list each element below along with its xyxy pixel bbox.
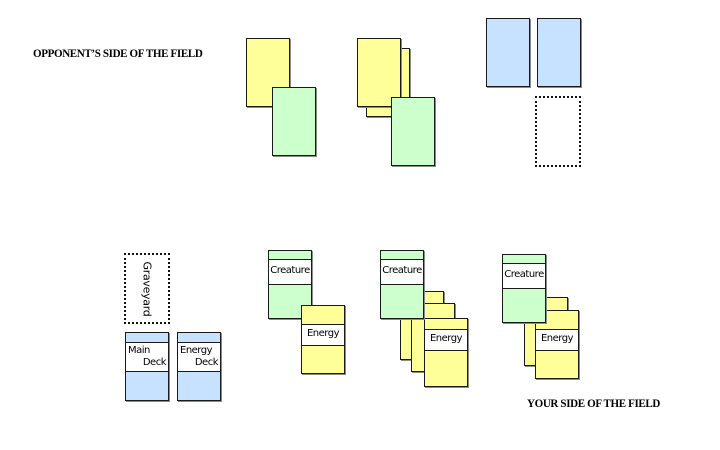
player-energy-deck[interactable]: Energy Deck xyxy=(177,332,221,401)
energy-deck-label: Energy Deck xyxy=(178,342,220,372)
your-side-label: YOUR SIDE OF THE FIELD xyxy=(527,396,661,410)
energy-label: Energy xyxy=(536,329,578,351)
player-creature-card[interactable]: Creature xyxy=(380,250,424,319)
energy-label: Energy xyxy=(302,324,344,346)
opponent-side-label: OPPONENT’S SIDE OF THE FIELD xyxy=(33,46,203,60)
opponent-creature-card[interactable] xyxy=(272,87,316,156)
player-energy-card[interactable]: Energy xyxy=(301,305,345,374)
opponent-energy-card[interactable] xyxy=(357,38,401,107)
energy-label: Energy xyxy=(425,329,467,351)
opponent-creature-card[interactable] xyxy=(391,97,435,166)
creature-label: Creature xyxy=(269,259,311,285)
opponent-graveyard-slot[interactable] xyxy=(535,96,581,167)
opponent-energy-card[interactable] xyxy=(246,38,290,107)
creature-label: Creature xyxy=(503,263,545,289)
main-deck-label-line1: Main xyxy=(128,345,150,356)
player-graveyard-slot[interactable]: Graveyard xyxy=(124,253,170,324)
creature-label: Creature xyxy=(381,259,423,285)
opponent-energy-deck[interactable] xyxy=(537,18,581,87)
graveyard-label: Graveyard xyxy=(140,261,154,316)
main-deck-label-line2: Deck xyxy=(142,357,167,368)
energy-deck-label-line1: Energy xyxy=(180,345,213,356)
opponent-main-deck[interactable] xyxy=(486,18,530,87)
player-creature-card[interactable]: Creature xyxy=(502,254,546,323)
energy-deck-label-line2: Deck xyxy=(194,357,219,368)
player-main-deck[interactable]: Main Deck xyxy=(125,332,169,401)
player-energy-card[interactable]: Energy xyxy=(424,318,468,387)
main-deck-label: Main Deck xyxy=(126,342,168,372)
